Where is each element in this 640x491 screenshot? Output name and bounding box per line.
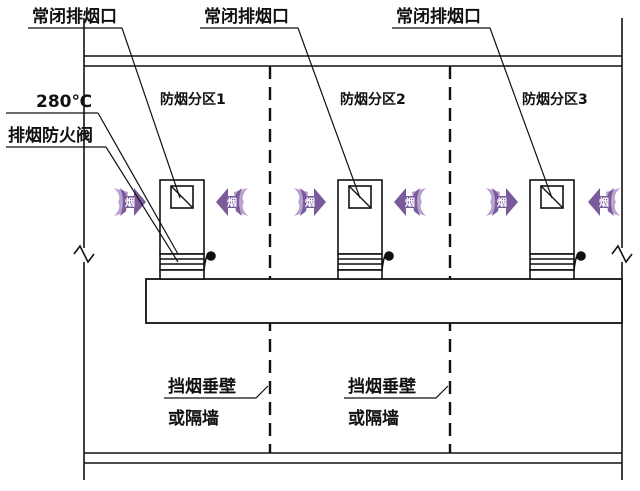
smoke-flow-arrows: 烟烟烟烟烟烟 [114,188,620,216]
outlet-label-2: 常闭排烟口 [204,6,289,27]
barrier-label-2-line1: 挡烟垂壁 [348,376,416,397]
fire-damper-3 [529,253,575,271]
zone-label-3: 防烟分区3 [522,91,588,108]
zone-2-exhaust-assembly [337,179,394,280]
smoke-arrow-text-6: 烟 [599,196,609,209]
zone-label-2: 防烟分区2 [340,91,406,108]
smoke-arrow-left-4 [394,188,426,216]
smoke-arrow-right-3 [294,188,326,216]
fire-damper-1 [159,253,205,271]
barrier-label-2-line2: 或隔墙 [348,408,399,429]
fire-damper-2 [337,253,383,271]
smoke-arrow-text-5: 烟 [497,196,507,209]
smoke-arrow-right-5 [486,188,518,216]
fire-damper-label: 排烟防火阀 [8,125,93,146]
smoke-arrow-left-6 [588,188,620,216]
zone-label-1: 防烟分区1 [160,91,226,108]
barrier-label-1-line2: 或隔墙 [168,408,219,429]
main-smoke-duct [145,278,623,324]
smoke-arrow-text-4: 烟 [405,196,415,209]
smoke-arrow-right-1 [114,188,146,216]
outlet-label-3: 常闭排烟口 [396,6,481,27]
ceiling-lines [73,18,633,480]
barrier-label-1-line1: 挡烟垂壁 [168,376,236,397]
smoke-arrow-left-2 [216,188,248,216]
outlet-label-1: 常闭排烟口 [32,6,117,27]
smoke-barrier-dashed-lines [268,66,452,453]
zone-3-exhaust-assembly [529,179,586,280]
smoke-arrow-text-1: 烟 [125,196,135,209]
smoke-arrow-text-2: 烟 [227,196,237,209]
zone-1-exhaust-assembly [159,179,216,280]
smoke-arrow-text-3: 烟 [305,196,315,209]
temperature-label: 280℃ [36,92,92,112]
leader-lines [6,27,553,399]
